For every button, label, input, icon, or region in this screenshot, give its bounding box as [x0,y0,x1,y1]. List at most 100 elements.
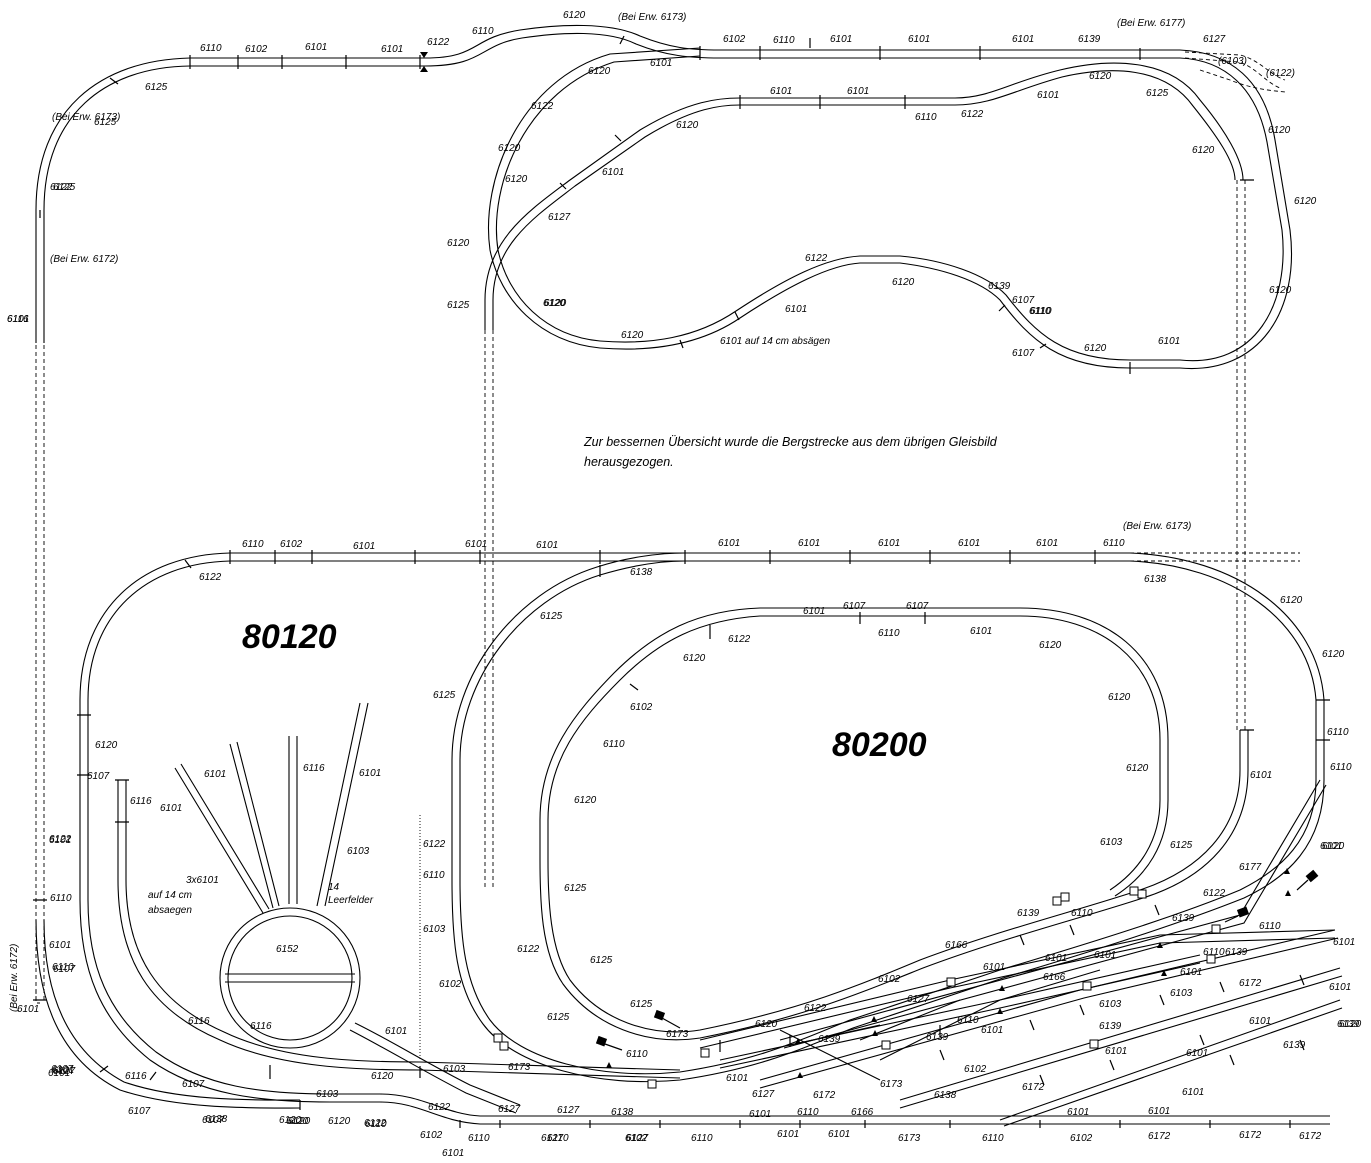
track-part-label: 6101 [718,538,740,549]
note-line-1: Zur bessernen Übersicht wurde die Bergst… [583,435,998,449]
track-part-label: 6101 [1333,937,1355,948]
track-part-label: 6110 [50,893,72,904]
track-part-label: 6101 [305,42,327,53]
track-part-label: 6101 [353,541,375,552]
track-part-label: 6120 [683,653,706,664]
track-part-label: 6101 [536,540,558,551]
track-part-label: 6173 [898,1133,921,1144]
track-part-label: 6139 [1172,913,1195,924]
track-part-label: 6120 [574,795,597,806]
track-part-label: 6122 [961,109,984,120]
track-part-label: 6127 [626,1133,649,1144]
track-part-label: 6101 [48,1068,70,1079]
track-part-label: 6120 [1269,285,1292,296]
track-part-label: 6101 [749,1109,771,1120]
track-part-label: 6120 [1039,640,1062,651]
turntable-stalls [174,702,369,914]
signals [493,868,1319,1089]
outer-main-loop-a [79,552,1330,1125]
inner-outer-loop-b [451,552,1325,1083]
track-part-label: 6103 [1100,837,1123,848]
track-part-label: 6110 [1029,306,1051,317]
track-part-label: 6139 [1337,1019,1360,1030]
inner-outer-loop-a [459,560,1317,1075]
layout-80120-tracks [33,550,1330,1128]
bei-erw-6172-stub [35,990,40,1004]
track-part-label: 6120 [1108,692,1131,703]
cut-note-3: absaegen [148,905,192,916]
track-part-label: 6120 [676,120,699,131]
track-part-label: 6110 [773,35,795,46]
track-part-label: 6102 [280,539,303,550]
track-part-label: 6127 [541,1133,564,1144]
track-part-label: 6120 [95,740,118,751]
track-part-label: (Bei Erw. 6173) [618,12,686,23]
turntable-pit-inner [227,915,353,1041]
mountain-inner-track-a [484,62,1244,330]
layout-number-80120: 80120 [242,618,337,656]
track-part-label: 6120 [755,1019,778,1030]
track-part-label: 6101 [970,626,992,637]
track-part-label: 6122 [199,572,222,583]
track-part-label: 6101 [828,1129,850,1140]
mountain-ticks [39,35,1254,374]
track-part-label: 6120 [892,277,915,288]
track-part-label: 6101 [1105,1046,1127,1057]
track-part-label: 6101 [17,1004,39,1015]
track-part-label: 6166 [851,1107,874,1118]
track-part-label: 6125 [1170,840,1193,851]
yard-track-3 [759,929,1339,1089]
track-part-label: 6120 [1322,841,1345,852]
track-part-label: 6120 [1192,145,1215,156]
track-part-label: 6110 [468,1133,490,1144]
mountain-outer-track-b [43,32,1284,362]
track-part-label: 6110 [603,739,625,750]
track-part-label: 6101 [49,940,71,951]
track-part-label: 6101 [777,1129,799,1140]
track-part-label: 6172 [1239,978,1262,989]
track-part-label: 6101 [1036,538,1058,549]
note-line-2: herausgezogen. [584,455,674,469]
extension-6177-stub [1184,51,1286,93]
track-part-label: 6122 [427,37,450,48]
track-part-label: 6110 [1030,306,1052,317]
track-part-label: 6101 [52,1065,74,1076]
track-part-label: 6120 [371,1071,394,1082]
track-part-label: (Bei Erw. 6172) [50,254,118,265]
track-part-label: 6101 [602,167,624,178]
track-part-label: 6125 [94,117,117,128]
track-part-label: 6107 [906,601,929,612]
track-part-label: 6101 [983,962,1005,973]
track-part-label: 6125 [433,690,456,701]
track-part-label: 6102 [964,1064,987,1075]
track-part-label: 6101 [830,34,852,45]
track-part-label: 6110 [915,112,937,123]
track-part-label: 6102 [245,44,268,55]
track-part-label: 6103 [423,924,446,935]
track-part-label: 6110 [878,628,900,639]
track-part-label: 6103 [316,1089,339,1100]
track-part-label: 6139 [926,1032,949,1043]
turntable-bridge [225,973,355,983]
track-part-label: 6101 [726,1073,748,1084]
track-part-label: 6122 [428,1102,451,1113]
track-part-label: 6101 [1180,967,1202,978]
track-part-label: 6122 [364,1118,387,1129]
track-part-label: 6107 [87,771,110,782]
track-part-label: 6122 [805,253,828,264]
track-part-label: 6110 [52,962,74,973]
track-part-label: 6110 [1103,538,1125,549]
track-part-label: 6116 [125,1071,147,1082]
extension-6172-stub [1130,552,1300,562]
track-part-label: 6120 [447,238,470,249]
track-part-label: 6120 [1084,343,1107,354]
track-part-label: 6173 [666,1029,689,1040]
track-part-label: 6101 [908,34,930,45]
track-part-label: 6127 [548,212,571,223]
yard-track-4 [899,967,1343,1109]
track-part-label: 6120 [286,1116,309,1127]
track-part-label: 6101 [7,314,29,325]
track-part-label: 6110 [1203,947,1225,958]
